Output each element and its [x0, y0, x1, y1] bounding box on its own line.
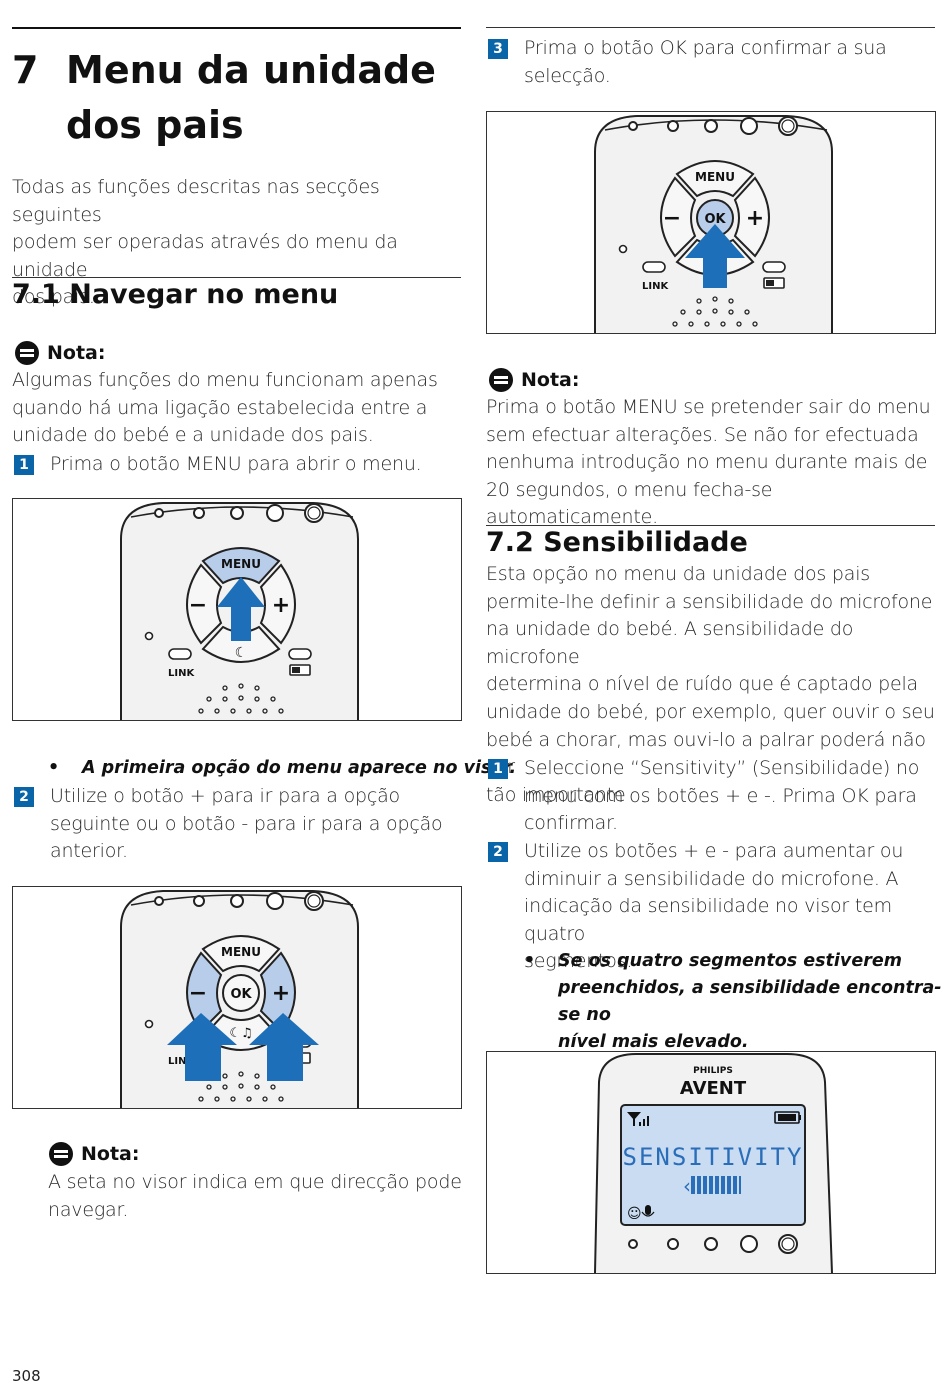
section-1-heading: 7.1 Navegar no menu [12, 279, 339, 310]
top-rule-right [486, 27, 935, 28]
link-label: LIN [168, 1056, 186, 1067]
speaker-grille [198, 1071, 284, 1102]
link-label: LINK [642, 281, 669, 292]
svg-text:‹: ‹ [683, 1174, 691, 1198]
top-rule-left [12, 27, 461, 29]
step-badge: 2 [488, 842, 508, 862]
brand-philips: PHILIPS [693, 1066, 733, 1076]
step-1: 1 Prima o botão MENU para abrir o menu. [14, 451, 422, 479]
section-2-rule [486, 525, 935, 526]
chapter-number: 7 [12, 48, 39, 92]
night-light-icon: ☾ [235, 645, 248, 661]
step-3: 3 Prima o botão OK para confirmar a sua … [488, 35, 887, 90]
note-3-heading: Nota: [489, 368, 579, 392]
figure-menu-button: MENU − + ☾ LINK [12, 498, 462, 721]
menu-label: MENU [221, 945, 261, 959]
speaker-grille [198, 683, 284, 714]
step-2: 2 Utilize o botão + para ir para a opção… [14, 783, 443, 866]
page-number: 308 [12, 1367, 41, 1385]
section-2-intro: Esta opção no menu da unidade dos pais p… [486, 563, 935, 806]
arrow-up-icon [167, 1013, 237, 1081]
note-1-heading: Nota: [15, 341, 105, 365]
minus-button-label: − [189, 593, 207, 618]
minus-button-label: − [189, 981, 207, 1006]
microphone-icon [641, 1205, 655, 1217]
note-2-text: A seta no visor indica em que direcção p… [48, 1171, 462, 1221]
speaker-grille [672, 296, 758, 327]
signal-icon [627, 1112, 649, 1126]
step-badge: 3 [488, 39, 508, 59]
arrow-up-icon [249, 1013, 319, 1081]
note-icon [489, 368, 513, 392]
night-light-icon: ☾♫ [229, 1026, 252, 1041]
note-1-text: Algumas funções do menu funcionam apenas… [12, 369, 438, 447]
figure-ok-button: MENU OK − + LINK [486, 111, 936, 334]
brand-avent-logo: AVENT [680, 1078, 747, 1099]
plus-button-label: + [272, 981, 290, 1006]
sensitivity-level-bar: ‹ [683, 1174, 741, 1198]
note-icon [49, 1142, 73, 1166]
note-icon [15, 341, 39, 365]
section-2-heading: 7.2 Sensibilidade [486, 527, 748, 558]
arrow-up-icon [217, 577, 265, 641]
note-3-text: Prima o botão MENU se pretender sair do … [486, 396, 931, 529]
arrow-up-icon [685, 224, 745, 288]
menu-label: MENU [695, 170, 735, 184]
minus-button-label: − [663, 206, 681, 231]
plus-button-label: + [272, 593, 290, 618]
device-illustration-plus-minus: MENU OK − + ☾♫ LIN [120, 890, 359, 1108]
menu-label: MENU [221, 557, 261, 571]
chapter-title: 7 Menu da unidade dos pais [12, 43, 462, 155]
screen-sensitivity-text: SENSITIVITY [623, 1143, 804, 1171]
step-s2-2: 2 Utilize os botões + e - para aumentar … [488, 838, 950, 976]
battery-icon [774, 1111, 801, 1124]
note-2-heading: Nota: [49, 1142, 139, 1166]
baby-face-icon: ☺ [627, 1206, 642, 1222]
section-1-rule [12, 277, 461, 278]
chapter-title-text: Menu da unidade dos pais [66, 48, 436, 147]
step-badge: 2 [14, 787, 34, 807]
figure-plus-minus-buttons: MENU OK − + ☾♫ LIN [12, 886, 462, 1109]
step-badge: 1 [14, 455, 34, 475]
ok-label: OK [230, 987, 252, 1002]
step-badge: 1 [488, 759, 508, 779]
device-illustration-display: PHILIPS AVENT SENSITIVITY ‹ [594, 1053, 833, 1273]
link-label: LINK [168, 668, 195, 679]
step-s2-1: 1 Seleccione “Sensitivity” (Sensibilidad… [488, 755, 919, 838]
intro-paragraph: Todas as funções descritas nas secções s… [12, 176, 398, 309]
plus-button-label: + [746, 206, 764, 231]
figure-sensitivity-screen: PHILIPS AVENT SENSITIVITY ‹ [486, 1051, 936, 1274]
device-illustration-ok: MENU OK − + LINK [594, 115, 833, 333]
bullet-s2: • Se os quatro segmentos estiverem preen… [524, 951, 942, 1052]
lcd-screen [620, 1104, 806, 1226]
bullet-1: • A primeira opção do menu aparece no vi… [48, 758, 517, 778]
device-illustration-menu: MENU − + ☾ LINK [120, 502, 359, 720]
ok-label: OK [704, 212, 726, 227]
